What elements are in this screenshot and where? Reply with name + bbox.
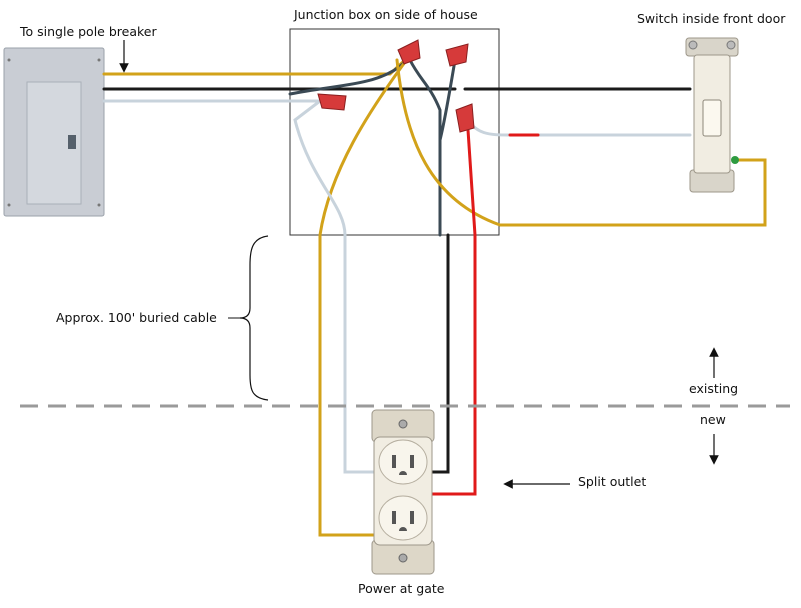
split-outlet-label: Split outlet [578, 474, 647, 489]
brace-icon [239, 235, 269, 401]
red-wire-outlet [428, 128, 477, 496]
junction-box [289, 28, 500, 236]
hot-wire-panel [102, 58, 407, 76]
ground-wire-1 [288, 60, 407, 96]
switch-label: Switch inside front door [637, 11, 786, 26]
ground-wire-2 [408, 58, 442, 237]
junction-box-label: Junction box on side of house [294, 7, 478, 22]
duplex-outlet-icon [371, 409, 435, 575]
wires [102, 58, 767, 537]
ground-wire-3 [438, 58, 457, 142]
wire-nut-icon [317, 39, 475, 133]
black-wire-outlet [423, 233, 450, 474]
hot-wire-switch-loop [395, 58, 767, 227]
neutral-wire-outlet [293, 99, 377, 474]
breaker-panel-icon [3, 47, 105, 217]
buried-cable-label: Approx. 100' buried cable [56, 310, 217, 325]
breaker-label: To single pole breaker [20, 24, 157, 39]
new-label: new [700, 412, 726, 427]
existing-label: existing [689, 381, 739, 396]
power-at-gate-label: Power at gate [358, 581, 445, 596]
light-switch-icon [685, 37, 739, 193]
hot-wire-outlet [318, 60, 407, 537]
